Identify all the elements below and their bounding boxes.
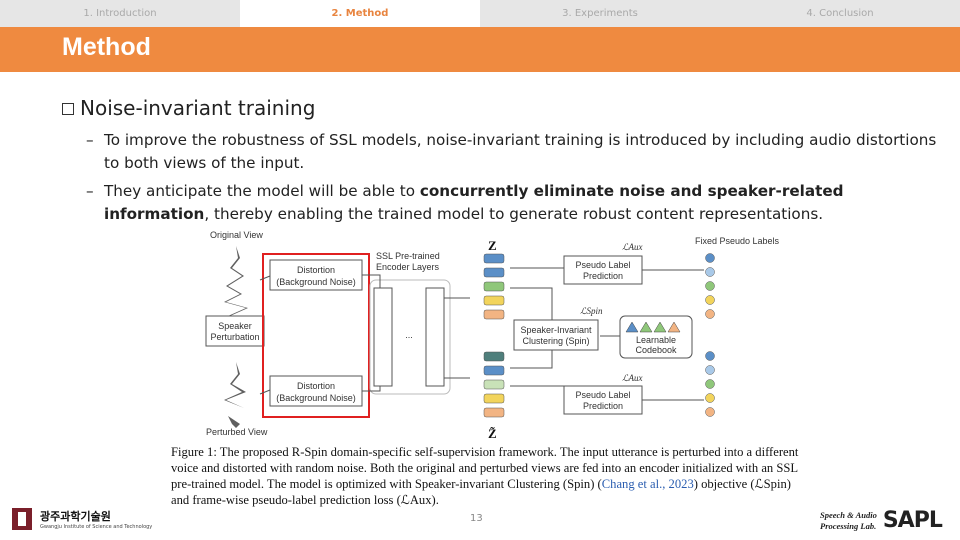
pseudo-label-box-bottom [563, 385, 643, 415]
institution-logo: 광주과학기술원 Gwangju Institute of Science and… [12, 508, 152, 530]
tab-introduction[interactable]: 1. Introduction [83, 8, 157, 19]
institution-subtitle: Gwangju Institute of Science and Technol… [40, 524, 153, 530]
bullet-text-2: They anticipate the model will be able t… [104, 182, 844, 223]
dash-icon: – [86, 182, 94, 200]
svg-text:Perturbation: Perturbation [210, 332, 259, 342]
z-tilde-label: Z̃ [488, 426, 497, 441]
svg-text:...: ... [405, 330, 413, 340]
citation-link[interactable]: Chang et al., 2023 [601, 477, 694, 491]
perturbed-view-label: Perturbed View [206, 427, 268, 437]
loss-spin: ℒSpin [580, 306, 603, 316]
slide-title: Method [62, 33, 151, 61]
section-tabs: 1. Introduction 2. Method 3. Experiments… [0, 0, 960, 27]
svg-text:Pseudo Label: Pseudo Label [575, 390, 630, 400]
svg-text:(Background Noise): (Background Noise) [276, 393, 356, 403]
bold-emphasis: concurrently eliminate noise and speaker… [104, 182, 844, 223]
fixed-dots-top [705, 253, 715, 319]
lab-line-2: Processing Lab. [820, 520, 877, 531]
speaker-perturbation-box [205, 315, 265, 347]
lab-logo: Speech & Audio Processing Lab. SAPL [820, 508, 943, 533]
distortion-box-top [269, 259, 363, 291]
tab-experiments[interactable]: 3. Experiments [562, 8, 638, 19]
svg-text:Speaker-Invariant: Speaker-Invariant [520, 325, 592, 335]
svg-text:(Background Noise): (Background Noise) [276, 277, 356, 287]
svg-text:Pseudo Label: Pseudo Label [575, 260, 630, 270]
svg-text:Prediction: Prediction [583, 401, 623, 411]
spin-box [513, 319, 599, 351]
dash-icon: – [86, 131, 94, 149]
svg-text:Learnable: Learnable [636, 335, 676, 345]
z-tilde-tokens [483, 351, 505, 418]
fixed-pseudo-labels-label: Fixed Pseudo Labels [695, 236, 780, 246]
z-label: Z [488, 238, 497, 253]
svg-text:Speaker: Speaker [218, 321, 252, 331]
title-band: Method [0, 27, 960, 72]
sapl-logo: SAPL [882, 508, 943, 533]
tab-conclusion[interactable]: 4. Conclusion [806, 8, 874, 19]
encoder-label: SSL Pre-trained [376, 251, 440, 261]
bullet-item-1: – To improve the robustness of SSL model… [86, 129, 946, 175]
institution-name: 광주과학기술원 [40, 510, 111, 523]
svg-text:Encoder Layers: Encoder Layers [376, 262, 440, 272]
heading-text: Noise-invariant training [80, 96, 316, 120]
svg-text:Codebook: Codebook [635, 345, 677, 355]
perturbed-waveform [224, 362, 246, 428]
lab-line-1: Speech & Audio [820, 509, 877, 520]
loss-aux-bottom: ℒAux [622, 373, 642, 383]
bullet-item-2: – They anticipate the model will be able… [86, 180, 946, 226]
z-tokens [483, 253, 505, 320]
figure-caption: Figure 1: The proposed R-Spin domain-spe… [171, 445, 799, 507]
svg-text:Clustering (Spin): Clustering (Spin) [522, 336, 589, 346]
rspin-diagram: Original View Perturbed View Speaker Per… [205, 230, 780, 441]
original-view-label: Original View [210, 230, 263, 240]
tab-method[interactable]: 2. Method [240, 0, 480, 27]
svg-text:Distortion: Distortion [297, 381, 335, 391]
highlight-box [262, 253, 370, 418]
loss-aux-top: ℒAux [622, 242, 642, 252]
svg-text:Prediction: Prediction [583, 271, 623, 281]
fixed-dots-bottom [705, 351, 715, 417]
original-waveform [224, 246, 248, 330]
page-number: 13 [470, 513, 483, 524]
square-bullet-icon [62, 103, 74, 115]
heading-bullet: Noise-invariant training [62, 96, 315, 120]
bullet-text-1: To improve the robustness of SSL models,… [104, 131, 937, 172]
svg-text:Distortion: Distortion [297, 265, 335, 275]
gist-logo-icon [12, 508, 32, 530]
